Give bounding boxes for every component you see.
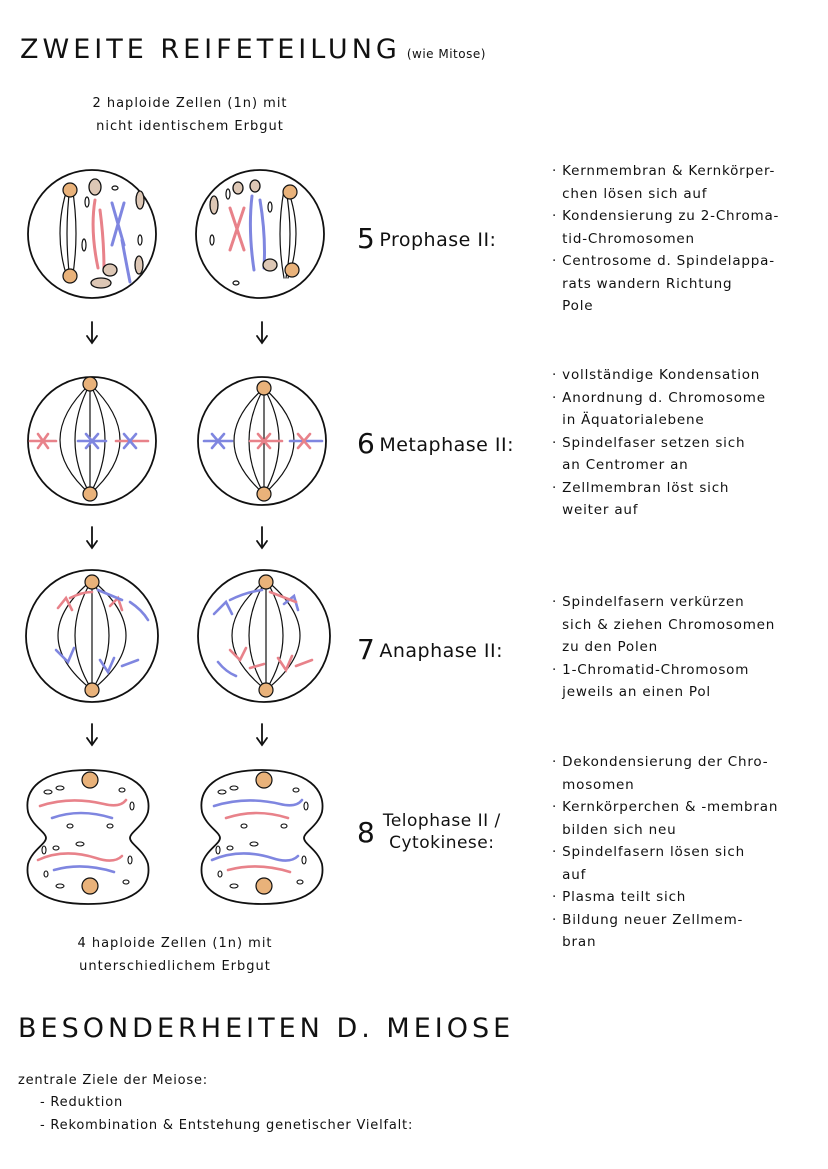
phase-6-notes: · vollständige Kondensation · Anordnung … bbox=[552, 364, 822, 522]
note-line: auf bbox=[552, 866, 587, 883]
note-line: · Spindelfasern lösen sich bbox=[552, 844, 745, 860]
phase-8-name-line-1: Telophase II / bbox=[382, 811, 501, 831]
phase-7-notes: · Spindelfasern verkürzen sich & ziehen … bbox=[552, 591, 822, 704]
phase-6-number: 6 bbox=[357, 427, 376, 460]
note-line: · Spindelfaser setzen sich bbox=[552, 434, 746, 451]
cell-anaphase-right bbox=[197, 569, 331, 703]
note-line: Pole bbox=[552, 298, 594, 314]
intro-line-2: nicht identischem Erbgut bbox=[96, 118, 284, 134]
note-line: · 1-Chromatid-Chromosom bbox=[552, 661, 750, 678]
note-line: · Dekondensierung der Chro- bbox=[552, 754, 769, 770]
cell-telophase-right bbox=[200, 769, 324, 905]
note-line: · Bildung neuer Zellmem- bbox=[552, 911, 744, 928]
result-text: 4 haploide Zellen (1n) mit unterschiedli… bbox=[25, 933, 325, 978]
page-title: ZWEITE REIFETEILUNG (wie Mitose) bbox=[20, 34, 486, 65]
cell-telophase-left bbox=[26, 769, 150, 905]
note-line: tid-Chromosomen bbox=[552, 230, 695, 247]
note-line: bilden sich neu bbox=[552, 821, 677, 838]
intro-line-1: 2 haploide Zellen (1n) mit bbox=[92, 96, 288, 111]
result-line-1: 4 haploide Zellen (1n) mit bbox=[77, 936, 273, 951]
note-line: sich & ziehen Chromosomen bbox=[552, 616, 776, 633]
cell-prophase-left bbox=[27, 169, 157, 299]
meiosis-diagram bbox=[25, 169, 331, 905]
intro-text: 2 haploide Zellen (1n) mit nicht identis… bbox=[40, 93, 340, 138]
arrows-row3 bbox=[86, 723, 268, 747]
goal-item: - Rekombination & Entstehung genetischer… bbox=[40, 1118, 414, 1133]
phase-5-notes: · Kernmembran & Kernkörper- chen lösen s… bbox=[552, 160, 822, 318]
note-line: · Kernmembran & Kernkörper- bbox=[552, 163, 776, 179]
note-line: in Äquatorialebene bbox=[552, 412, 705, 428]
phase-8-notes: · Dekondensierung der Chro- mosomen · Ke… bbox=[552, 751, 822, 954]
section-title: BESONDERHEITEN D. MEIOSE bbox=[18, 1013, 515, 1044]
note-line: · Plasma teilt sich bbox=[552, 889, 687, 905]
phase-8-name-line-2: Cytokinese: bbox=[389, 833, 495, 853]
note-line: rats wandern Richtung bbox=[552, 275, 733, 292]
note-line: · Anordnung d. Chromosome bbox=[552, 389, 766, 406]
cell-anaphase-left bbox=[25, 569, 159, 703]
note-line: jeweils an einen Pol bbox=[552, 684, 711, 700]
note-line: weiter auf bbox=[552, 502, 639, 518]
result-line-2: unterschiedlichem Erbgut bbox=[79, 958, 271, 974]
phase-5-number: 5 bbox=[357, 222, 376, 255]
note-line: · Centrosome d. Spindelappa- bbox=[552, 253, 775, 269]
note-line: · Zellmembran löst sich bbox=[552, 479, 730, 496]
note-line: · Kernkörperchen & -membran bbox=[552, 799, 779, 815]
phase-7-name: Anaphase II: bbox=[379, 640, 503, 662]
phase-8-label: 8 Telophase II / Cytokinese: bbox=[357, 810, 501, 854]
note-line: mosomen bbox=[552, 776, 635, 793]
phase-7-number: 7 bbox=[357, 633, 376, 666]
cell-metaphase-right bbox=[197, 376, 327, 506]
note-line: bran bbox=[552, 934, 597, 950]
note-line: zu den Polen bbox=[552, 639, 658, 655]
note-line: · Kondensierung zu 2-Chroma- bbox=[552, 208, 780, 224]
phase-6-name: Metaphase II: bbox=[379, 434, 514, 456]
goal-item: - Reduktion bbox=[40, 1095, 123, 1110]
note-line: chen lösen sich auf bbox=[552, 185, 708, 202]
goals-label: zentrale Ziele der Meiose: bbox=[18, 1073, 208, 1088]
note-line: an Centromer an bbox=[552, 457, 689, 473]
note-line: · Spindelfasern verkürzen bbox=[552, 594, 745, 610]
cell-prophase-right bbox=[195, 169, 325, 299]
cell-metaphase-left bbox=[27, 376, 157, 506]
phase-5-name: Prophase II: bbox=[379, 229, 497, 251]
phase-8-number: 8 bbox=[357, 815, 375, 849]
arrows-row2 bbox=[86, 526, 268, 550]
arrows-row1 bbox=[86, 321, 268, 345]
title-text: ZWEITE REIFETEILUNG bbox=[20, 34, 401, 65]
note-line: · vollständige Kondensation bbox=[552, 367, 761, 383]
title-note: (wie Mitose) bbox=[406, 47, 486, 61]
